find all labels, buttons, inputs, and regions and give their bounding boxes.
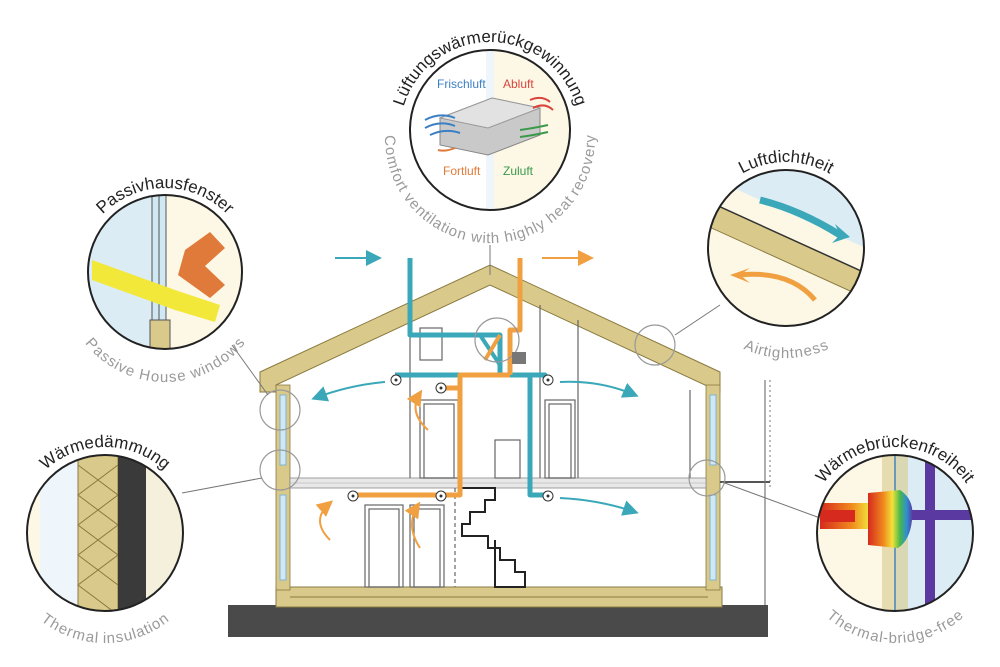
supply-duct-down [527, 375, 545, 498]
supply-flow-upper-right [559, 380, 639, 398]
callout-thermal-bridge: Wärmebrückenfreiheit Thermal-bridge-free [812, 432, 979, 647]
ground [228, 605, 768, 637]
house-section [181, 245, 821, 637]
extract-flow-upper [406, 389, 429, 431]
frischluft-label: Frischluft [437, 77, 486, 91]
callout-ventilation: Frischluft Abluft Fortluft Zuluft Lüftun… [381, 27, 599, 247]
exhaust-air-duct [507, 258, 523, 375]
detail-marker-insulation [259, 449, 301, 491]
detail-marker-window [259, 389, 301, 431]
callout-windows: Passivhausfenster Passive House windows [82, 173, 249, 386]
staircase [461, 487, 526, 588]
left-window-lower [279, 494, 287, 581]
extract-flow-lower-left [315, 500, 334, 541]
supply-flow-upper-left [311, 381, 386, 402]
thermal-bridge-subtitle: Thermal-bridge-free [824, 607, 967, 647]
callout-airtightness: Luftdichtheit Airtightness [707, 147, 865, 362]
detail-marker-airtightness [634, 324, 676, 366]
extract-flow-lower-mid [404, 501, 421, 549]
fortluft-label: Fortluft [443, 164, 481, 178]
callout-insulation: Wärmedämmung Thermal insulation [26, 432, 184, 647]
abluft-label: Abluft [503, 77, 534, 91]
detail-marker-thermal-bridge [688, 459, 726, 497]
zuluft-label: Zuluft [503, 164, 534, 178]
supply-flow-lower-right [559, 497, 639, 516]
hrv-unit [512, 352, 526, 364]
right-window-lower [709, 494, 717, 581]
insulation-subtitle: Thermal insulation [38, 610, 172, 647]
right-window-upper [709, 394, 717, 466]
fresh-air-duct [395, 258, 503, 378]
extract-duct [355, 372, 510, 498]
airtightness-subtitle: Airtightness [742, 337, 831, 362]
hrv-unit-highlight [474, 317, 520, 363]
